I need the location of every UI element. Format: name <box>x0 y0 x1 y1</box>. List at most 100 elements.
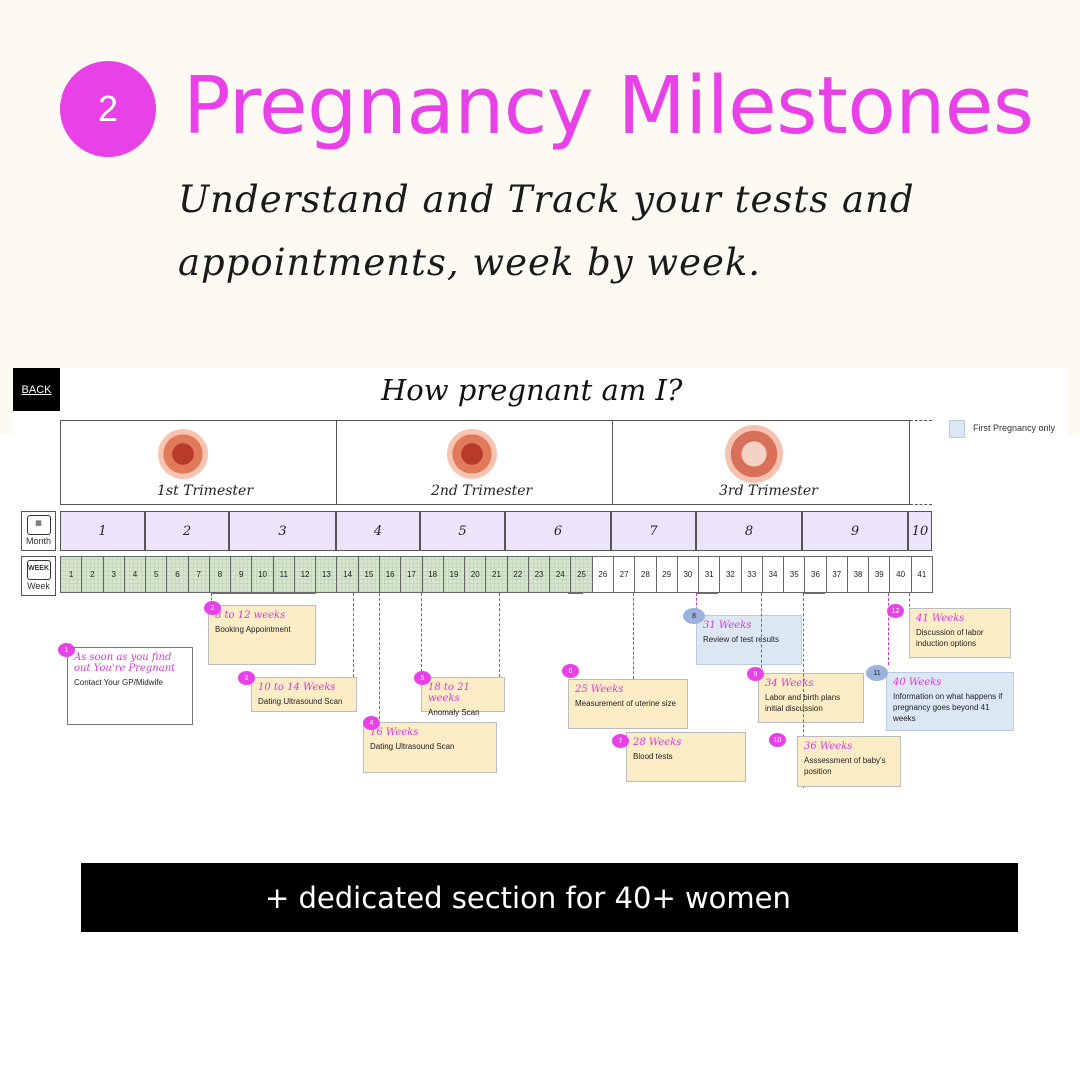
week-cell: 35 <box>783 556 806 593</box>
milestone-bracket <box>211 593 316 594</box>
milestone-week: 40 Weeks <box>893 677 942 688</box>
trimester-1: 1st Trimester <box>61 421 337 504</box>
milestone-description: Booking Appointment <box>215 625 291 634</box>
header-background <box>0 0 1080 435</box>
trimester-label: 1st Trimester <box>157 483 254 499</box>
week-cell: 36 <box>804 556 827 593</box>
milestone-connector <box>211 593 212 605</box>
week-cell: 27 <box>612 556 636 593</box>
page-title: Pregnancy Milestones <box>183 60 1034 152</box>
milestone-description: Contact Your GP/Midwife <box>74 678 163 687</box>
milestone-description: Blood tests <box>633 752 673 761</box>
milestone-bracket <box>803 593 825 594</box>
milestone-description: Review of test results <box>703 635 780 644</box>
milestone-week: 31 Weeks <box>703 620 752 631</box>
month-cell: 10 <box>908 511 932 551</box>
legend-label: First Pregnancy only <box>973 423 1056 433</box>
week-cell: 40 <box>889 556 912 593</box>
step-number-badge: 2 <box>60 61 156 157</box>
week-cell: 25 <box>570 556 593 593</box>
page-subtitle: Understand and Track your tests and appo… <box>178 178 915 284</box>
fetus-icon <box>158 429 208 479</box>
milestone-week: 25 Weeks <box>575 684 624 695</box>
month-cell: 5 <box>420 511 505 551</box>
milestone-connector <box>633 593 634 679</box>
week-cell: 12 <box>293 556 317 593</box>
week-cell: 9 <box>230 556 253 593</box>
week-cell: 37 <box>825 556 848 593</box>
milestone-description: Asssessment of baby's position <box>804 756 886 776</box>
sheet-title: How pregnant am I? <box>381 373 683 407</box>
milestone-description: Discussion of labor induction options <box>916 628 984 648</box>
milestone-connector <box>379 593 380 719</box>
week-cell: 13 <box>315 556 338 593</box>
milestone-description: Dating Ultrasound Scan <box>370 742 455 751</box>
pregnancy-timeline-sheet: BACK How pregnant am I? 1st Trimester 2n… <box>13 368 1067 800</box>
trimester-band: 1st Trimester 2nd Trimester 3rd Trimeste… <box>60 420 910 505</box>
week-cell: 14 <box>336 556 359 593</box>
month-cell: 3 <box>229 511 336 551</box>
week-cell: 4 <box>123 556 147 593</box>
milestone-week: 8 to 12 weeks <box>215 610 286 621</box>
week-cell: 32 <box>719 556 742 593</box>
week-cell: 24 <box>549 556 572 593</box>
month-cell: 7 <box>611 511 696 551</box>
month-cell: 4 <box>336 511 420 551</box>
milestone-number-badge: 2 <box>204 601 221 615</box>
week-cell: 5 <box>145 556 168 593</box>
month-cell: 2 <box>145 511 229 551</box>
fetus-icon <box>447 429 497 479</box>
week-cell: 29 <box>655 556 678 593</box>
month-row-label-text: Month <box>25 536 51 546</box>
week-cell: 2 <box>81 556 104 593</box>
trimester-label: 2nd Trimester <box>431 483 533 499</box>
week-cell: 22 <box>506 556 529 593</box>
trimester-3: 3rd Trimester <box>613 421 909 504</box>
week-cell: 18 <box>421 556 444 593</box>
week-calendar-icon: WEEK <box>26 560 51 580</box>
milestone-connector <box>909 593 910 607</box>
milestone-number-badge: 10 <box>769 733 786 747</box>
milestone-week: 28 Weeks <box>633 737 682 748</box>
month-cell: 9 <box>802 511 908 551</box>
milestone-week: 10 to 14 Weeks <box>258 682 336 693</box>
week-cell: 34 <box>761 556 785 593</box>
milestone-description: Labor and birth plans initial discussion <box>765 693 841 713</box>
week-cell: 28 <box>634 556 657 593</box>
week-cell: 6 <box>166 556 189 593</box>
milestone-connector <box>888 593 889 665</box>
milestone-number-badge: 6 <box>562 664 579 678</box>
month-cell: 8 <box>696 511 802 551</box>
milestone-bracket <box>696 593 718 594</box>
back-button[interactable]: BACK <box>13 368 60 411</box>
week-cell: 1 <box>60 556 83 593</box>
month-row-label: ▦ Month <box>21 511 56 551</box>
milestone-number-badge: 12 <box>887 604 904 618</box>
trimester-2: 2nd Trimester <box>337 421 613 504</box>
week-cell: 16 <box>379 556 402 593</box>
milestone-number-badge: 4 <box>363 716 380 730</box>
week-cell: 21 <box>485 556 508 593</box>
milestone-week: 34 Weeks <box>765 678 814 689</box>
milestone-week: 41 Weeks <box>916 613 965 624</box>
trimester-band-end <box>910 420 932 505</box>
week-row-label: WEEK Week <box>21 556 56 596</box>
milestone-number-badge: 3 <box>238 671 255 685</box>
milestone-connector <box>761 593 762 668</box>
week-cell: 17 <box>400 556 423 593</box>
milestone-connector <box>421 593 422 677</box>
milestone-description: Information on what happens if pregnancy… <box>893 692 1003 723</box>
month-cell: 6 <box>505 511 611 551</box>
week-cell: 39 <box>868 556 891 593</box>
